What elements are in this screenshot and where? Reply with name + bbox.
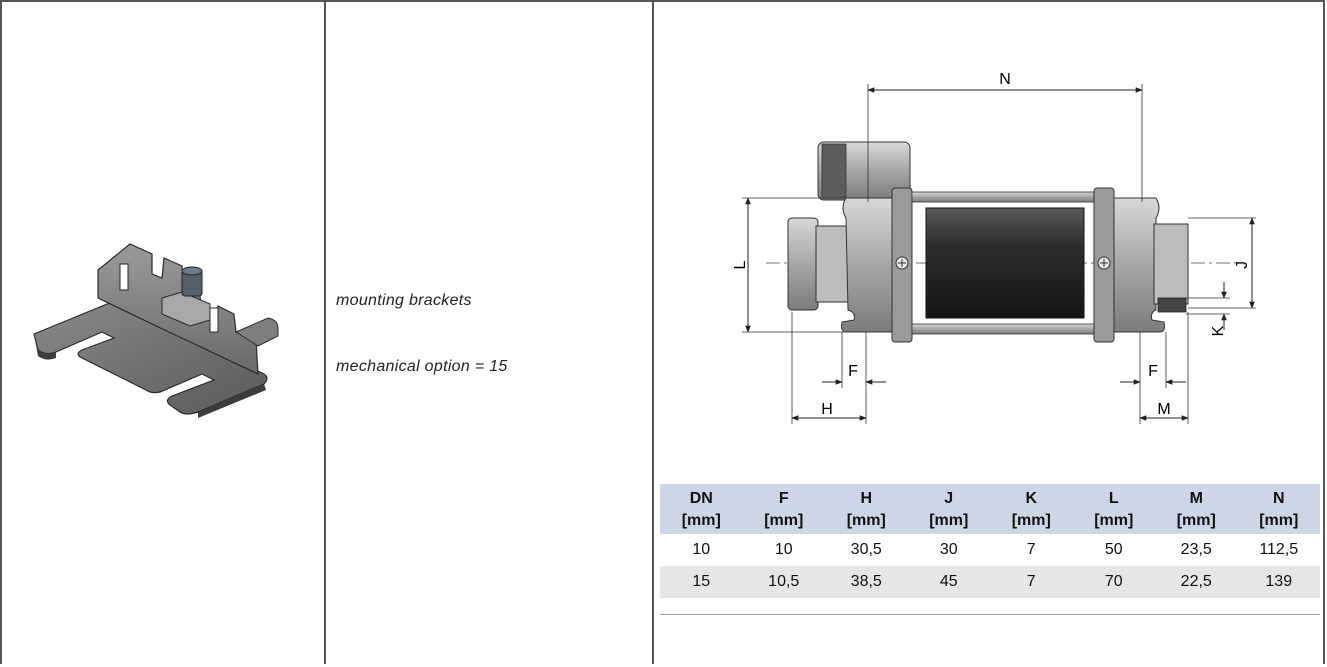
table-row: 10 10 30,5 30 7 50 23,5 112,5 xyxy=(660,534,1320,566)
table-cell: 139 xyxy=(1237,566,1320,598)
header-symbol: F xyxy=(778,490,789,507)
header-symbol: N xyxy=(1272,490,1285,507)
dimension-label-k: K xyxy=(1210,325,1227,336)
table-cell: 38,5 xyxy=(825,566,908,598)
header-unit: [mm] xyxy=(1011,512,1051,529)
header-symbol: K xyxy=(1025,490,1038,507)
table-cell: 23,5 xyxy=(1180,541,1212,558)
dimension-label-h: H xyxy=(821,401,833,418)
table-cell: 70 xyxy=(1072,566,1155,598)
table-cell: 10,5 xyxy=(742,566,825,598)
header-h: H [mm] xyxy=(825,484,908,534)
header-l: L [mm] xyxy=(1072,484,1155,534)
header-unit: [mm] xyxy=(764,512,804,529)
table-row: 15 10,5 38,5 45 7 70 22,5 139 xyxy=(660,566,1320,598)
dimension-label-l: L xyxy=(732,260,749,269)
column-divider xyxy=(324,0,326,664)
header-unit: [mm] xyxy=(1094,512,1134,529)
table-cell: 50 xyxy=(1104,541,1123,558)
table-cell: 10 xyxy=(692,541,711,558)
header-symbol: DN xyxy=(689,490,713,507)
table-bottom-rule xyxy=(660,614,1320,615)
header-symbol: L xyxy=(1108,490,1119,507)
dimension-label-f-left: F xyxy=(848,363,858,380)
description-line-2: mechanical option = 15 xyxy=(336,358,508,375)
table-cell: 45 xyxy=(907,566,990,598)
header-n: N [mm] xyxy=(1237,484,1320,534)
header-unit: [mm] xyxy=(1176,512,1216,529)
header-j: J [mm] xyxy=(907,484,990,534)
bracket-image-cell xyxy=(2,2,324,662)
dimension-label-f-right: F xyxy=(1148,363,1158,380)
header-symbol: M xyxy=(1189,490,1203,507)
header-dn: DN [mm] xyxy=(660,484,743,534)
header-f: F [mm] xyxy=(742,484,825,534)
header-k: K [mm] xyxy=(990,484,1073,534)
header-symbol: J xyxy=(944,490,954,507)
table-cell: 7 xyxy=(990,566,1073,598)
table-cell: 15 xyxy=(660,566,743,598)
table-header-row: DN [mm] F [mm] H [mm] J [mm] K [mm] L [mm] M [m… xyxy=(660,484,1320,534)
header-unit: [mm] xyxy=(846,512,886,529)
header-unit: [mm] xyxy=(1259,512,1299,529)
dimension-cell: N L J K F H F M DN [mm] F [mm] H [mm] J [mm]… xyxy=(656,2,1323,662)
header-m: M [mm] xyxy=(1155,484,1238,534)
table-cell: 10 xyxy=(774,541,793,558)
column-divider xyxy=(652,0,654,664)
table-cell: 112,5 xyxy=(1259,541,1299,558)
description-cell: mounting brackets mechanical option = 15 xyxy=(328,2,652,662)
header-unit: [mm] xyxy=(929,512,969,529)
mounting-bracket-illustration xyxy=(33,243,279,418)
dimension-label-m: M xyxy=(1157,401,1170,418)
dimension-label-j: J xyxy=(1234,261,1251,269)
table-cell: 30,5 xyxy=(850,541,882,558)
header-unit: [mm] xyxy=(681,512,721,529)
header-symbol: H xyxy=(860,490,873,507)
table-cell: 22,5 xyxy=(1155,566,1238,598)
dimension-label-n: N xyxy=(999,71,1011,88)
table-cell: 30 xyxy=(939,541,958,558)
valve-dimension-drawing: N L J K F H F M xyxy=(732,71,1256,424)
dimensions-table: DN [mm] F [mm] H [mm] J [mm] K [mm] L [mm] M [m… xyxy=(660,484,1320,598)
table-cell: 7 xyxy=(1026,541,1036,558)
description-line-1: mounting brackets xyxy=(336,292,472,309)
